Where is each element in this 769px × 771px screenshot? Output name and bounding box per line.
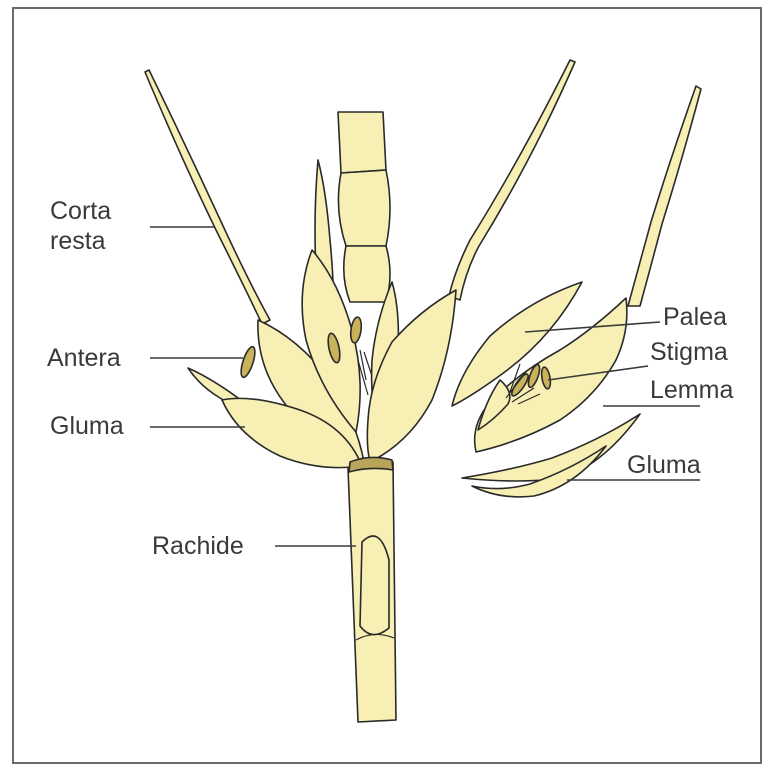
label-resta: resta <box>50 227 106 255</box>
label-antera: Antera <box>47 344 121 372</box>
label-gluma-left: Gluma <box>50 412 124 440</box>
rachis-inner-segment <box>360 536 389 635</box>
label-lemma: Lemma <box>650 376 733 404</box>
label-rachide: Rachide <box>152 532 244 560</box>
label-gluma-right: Gluma <box>627 451 701 479</box>
rachis-segment-middle <box>338 170 390 246</box>
label-corta: Corta <box>50 197 111 225</box>
rachis-segment-lower <box>344 246 390 302</box>
label-stigma: Stigma <box>650 338 728 366</box>
label-palea: Palea <box>663 303 727 331</box>
rachis-segment-top <box>338 112 386 173</box>
